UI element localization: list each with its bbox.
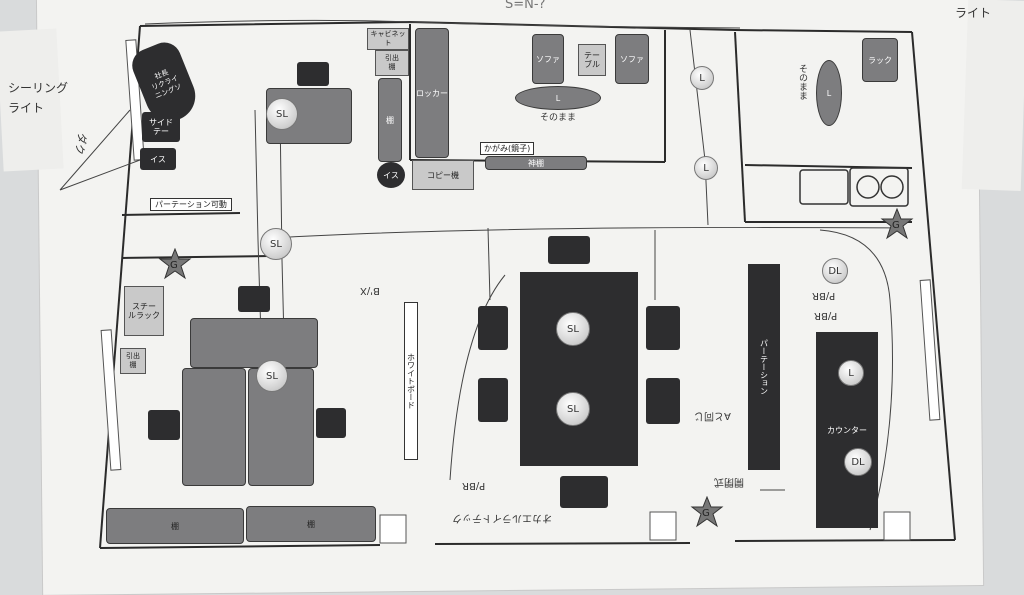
g-star-icon-2 <box>880 208 914 240</box>
chair-small: イス <box>377 162 405 188</box>
light-dl-4: L <box>838 360 864 386</box>
light-dl-2: L <box>694 156 718 180</box>
light-sl-1: SL <box>266 98 298 130</box>
chair-left: イス <box>140 148 176 170</box>
desk-lower <box>190 318 318 368</box>
light-dl-3: DL <box>822 258 848 284</box>
top-scribble: S=N-? <box>505 0 546 12</box>
oval-rug: L <box>816 60 842 126</box>
meeting-chair-r1 <box>646 306 680 350</box>
meeting-chair-l1 <box>478 306 508 350</box>
desk-lower-left <box>182 368 246 486</box>
copier: コピー機 <box>412 160 474 190</box>
shrine: 神棚 <box>485 156 587 170</box>
meeting-chair-top <box>548 236 590 264</box>
cabinet-small: 棚 <box>378 78 402 162</box>
sofa-left: ソファ <box>532 34 564 84</box>
partition-possible: パーテーション可動 <box>150 198 232 211</box>
drawer-top: 引出 棚 <box>375 50 409 76</box>
as-is-note-left: そのまま <box>540 113 577 123</box>
meeting-table <box>520 272 638 466</box>
light-sl-4: SL <box>556 312 590 346</box>
side-table: サイド テー <box>142 112 180 142</box>
g-label-3: G <box>702 508 710 519</box>
as-is-note-right: そのまま <box>797 64 807 100</box>
margin-note-left: シーリング ライト <box>8 81 69 115</box>
mirror: かがみ(鏡子) <box>480 142 535 155</box>
shelf-1: 棚 <box>106 508 244 544</box>
g-label-1: G <box>170 260 178 271</box>
chair-lower-left <box>148 410 180 440</box>
rack: ラック <box>862 38 898 82</box>
chair-lower-top <box>238 286 270 312</box>
light-dl-1: L <box>690 66 714 90</box>
hand-note-arrow-b: P/BR <box>462 480 486 491</box>
locker: ロッカー <box>415 28 449 158</box>
g-star-icon-3 <box>690 496 724 528</box>
light-sl-5: SL <box>556 392 590 426</box>
table: テー ブル <box>578 44 606 76</box>
shelf-2: 棚 <box>246 506 376 542</box>
sofa-right: ソファ <box>615 34 649 84</box>
hand-note-bottom: オカエルライトテック <box>452 512 552 523</box>
light-dl-5: DL <box>844 448 872 476</box>
chair-lower-right <box>316 408 346 438</box>
drawer-left: 引出 棚 <box>120 348 146 374</box>
g-label-2: G <box>892 220 900 231</box>
hand-note-right-1: P/BR <box>812 290 836 301</box>
light-sl-2: SL <box>260 228 292 260</box>
g-star-icon-1 <box>158 248 192 280</box>
hand-note-right-3: 開閉式 <box>714 476 744 487</box>
hand-note-right-4: Aと同じ <box>694 410 731 421</box>
light-sl-3: SL <box>256 360 288 392</box>
margin-note-right: ライト <box>955 6 992 20</box>
steel-rack: スチー ルラック <box>124 286 164 336</box>
meeting-chair-bottom <box>560 476 608 508</box>
hand-note-arrow-a: B'/X <box>360 285 380 296</box>
chair-top <box>297 62 329 86</box>
meeting-chair-l2 <box>478 378 508 422</box>
hand-note-right-2: P/BR <box>814 310 838 321</box>
cabinet: キャビネット <box>367 28 409 50</box>
rug: L <box>515 86 601 110</box>
partition: パーテーション <box>748 264 780 470</box>
whiteboard: ホワイトボード <box>404 302 418 460</box>
meeting-chair-r2 <box>646 378 680 424</box>
